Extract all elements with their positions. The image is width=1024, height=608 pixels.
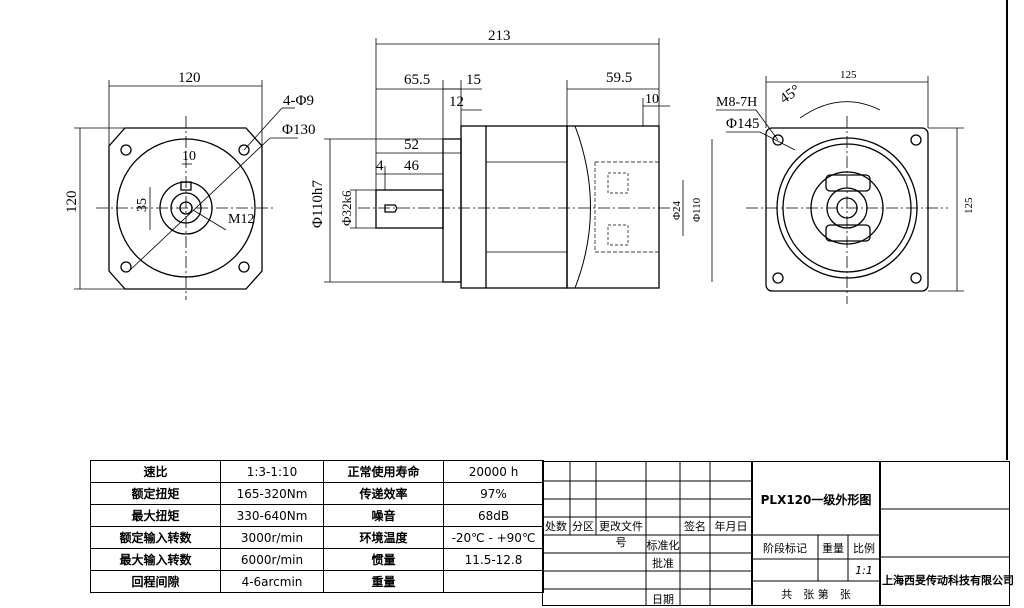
spec-value: 97% bbox=[443, 482, 544, 505]
tb-header-2: 更改文件号 bbox=[599, 520, 643, 549]
tb-header-1: 分区 bbox=[572, 520, 594, 533]
dim-holes: 4-Φ9 bbox=[283, 93, 314, 109]
dim-59: 59.5 bbox=[606, 70, 632, 86]
drawing-title: PLX120一级外形图 bbox=[760, 493, 872, 507]
dim-thread: M12 bbox=[228, 212, 254, 227]
spec-label: 额定输入转数 bbox=[90, 526, 221, 549]
dim-key-height: 35 bbox=[135, 198, 150, 212]
dim-65: 65.5 bbox=[404, 72, 430, 88]
spec-label: 惯量 bbox=[323, 548, 444, 571]
spec-value: 11.5-12.8 bbox=[443, 548, 544, 571]
tb-approve: 批准 bbox=[652, 557, 674, 570]
dim-angle: 45° bbox=[777, 82, 803, 107]
company-name: 上海西旻传动科技有限公司 bbox=[882, 574, 1014, 587]
tb-standard: 标准化 bbox=[646, 539, 680, 552]
dim-pcd: Φ130 bbox=[282, 122, 315, 138]
dim-front-height: 120 bbox=[64, 191, 80, 214]
engineering-drawing: 120 120 4-Φ9 Φ130 10 35 M12 213 65.5 15 … bbox=[64, 0, 1008, 460]
dim-12: 12 bbox=[449, 94, 464, 110]
dim-pcd2: Φ145 bbox=[726, 116, 759, 132]
dim-rear-width: 125 bbox=[840, 69, 857, 81]
spec-label: 最大输入转数 bbox=[90, 548, 221, 571]
spec-label: 传递效率 bbox=[323, 482, 444, 505]
dim-15: 15 bbox=[466, 72, 481, 88]
spec-label: 额定扭矩 bbox=[90, 482, 221, 505]
side-view bbox=[324, 38, 713, 289]
dim-key-width: 10 bbox=[182, 149, 196, 164]
spec-label: 噪音 bbox=[323, 504, 444, 527]
rear-view bbox=[716, 76, 964, 304]
tb-header-0: 处数 bbox=[545, 520, 567, 533]
spec-label: 环境温度 bbox=[323, 526, 444, 549]
dim-overall: 213 bbox=[488, 28, 511, 44]
spec-label: 重量 bbox=[323, 570, 444, 593]
tb-scale-value: 1:1 bbox=[855, 564, 873, 577]
dim-inner: Φ24 bbox=[671, 200, 683, 220]
dim-52: 52 bbox=[404, 137, 419, 153]
spec-value: 165-320Nm bbox=[220, 482, 324, 505]
title-block-right bbox=[752, 461, 1010, 606]
spec-value: 3000r/min bbox=[220, 526, 324, 549]
spec-value: 20000 h bbox=[443, 460, 544, 483]
spec-label: 最大扭矩 bbox=[90, 504, 221, 527]
dim-outer: Φ110 bbox=[691, 197, 703, 222]
spec-value bbox=[443, 570, 544, 593]
dim-46: 46 bbox=[404, 158, 420, 174]
front-view bbox=[74, 80, 298, 300]
spec-label: 正常使用寿命 bbox=[323, 460, 444, 483]
tb-stage: 阶段标记 bbox=[763, 542, 807, 555]
spec-value: 6000r/min bbox=[220, 548, 324, 571]
dim-thread2: M8-7H bbox=[716, 95, 757, 110]
dim-pilot: Φ110h7 bbox=[310, 180, 326, 228]
tb-scale: 比例 bbox=[853, 542, 875, 555]
spec-value: -20℃ - +90℃ bbox=[443, 526, 544, 549]
dim-shaft: Φ32k6 bbox=[339, 190, 354, 226]
tb-header-4: 年月日 bbox=[714, 520, 748, 533]
title-block-grid bbox=[542, 461, 752, 606]
spec-label: 速比 bbox=[90, 460, 221, 483]
spec-value: 68dB bbox=[443, 504, 544, 527]
tb-weight: 重量 bbox=[822, 542, 844, 555]
spec-value: 1:3-1:10 bbox=[220, 460, 324, 483]
spec-value: 4-6arcmin bbox=[220, 570, 324, 593]
dim-4: 4 bbox=[376, 158, 384, 174]
dim-rear-height: 125 bbox=[963, 197, 975, 214]
dim-10: 10 bbox=[645, 92, 659, 107]
tb-header-3: 签名 bbox=[684, 520, 706, 533]
dim-front-width: 120 bbox=[178, 70, 201, 86]
tb-date: 日期 bbox=[652, 593, 674, 606]
spec-value: 330-640Nm bbox=[220, 504, 324, 527]
tb-sheets: 共 张 第 张 bbox=[781, 588, 851, 601]
spec-label: 回程间隙 bbox=[90, 570, 221, 593]
